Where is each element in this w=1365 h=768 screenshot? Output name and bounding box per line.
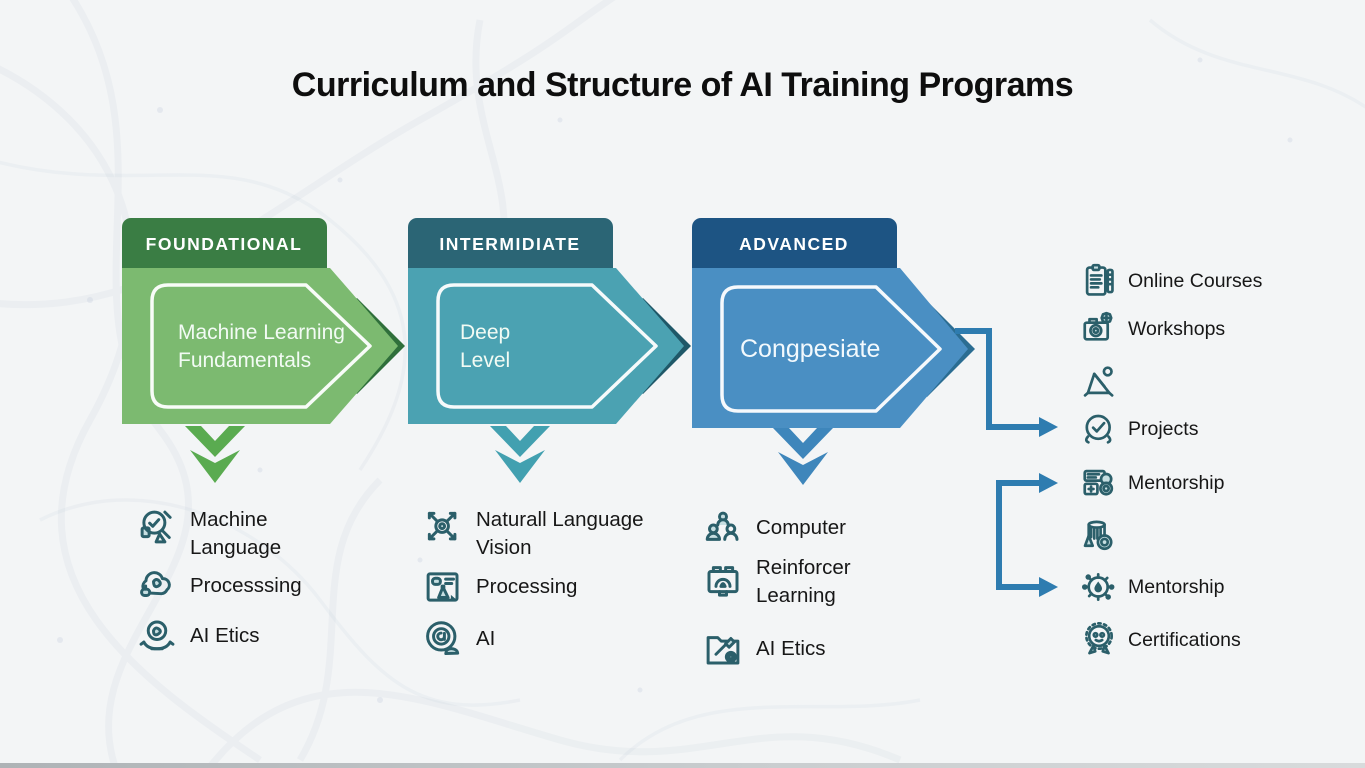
cards-stack-icon [1083,469,1114,496]
down-arrow-advanced [773,428,833,485]
topic-item: AI Etics [136,614,260,658]
topic-item: AI [422,616,495,662]
connector-elbow-projects [955,328,1040,430]
topic-label: Processing [476,575,578,598]
inner-arrow-outline [150,283,372,409]
level-header-bar [408,218,613,268]
resource-label: Mentorship [1128,575,1225,598]
topic-item: Machine Language [136,506,281,564]
resource-item [1080,509,1360,561]
down-arrow-foundational [185,426,245,483]
camera-badge-icon [1083,311,1113,341]
level-header-label: INTERMIDIATE [439,234,580,254]
medal-robot-icon [1084,622,1114,655]
resource-item: Mentorship [1080,457,1360,509]
topic-label: AI Etics [190,624,260,647]
topic-label: Machine Language [190,508,282,559]
resource-label: Projects [1128,417,1199,440]
level-header-label: ADVANCED [739,234,849,254]
level-body-label-line1: Deep [460,321,510,344]
clock-check-icon [1084,414,1112,444]
folder-docs-icon [706,636,740,665]
topic-label: Processsing [190,574,302,597]
topic-item: AI Etics [702,626,826,672]
arrowhead-mentorship-2 [1039,577,1058,597]
gear-drop-icon [1081,572,1115,602]
inner-arrow-outline [436,283,658,409]
resource-item: Mentorship [1080,561,1360,613]
resource-label: Workshops [1128,317,1226,340]
topic-item: Naturall Language Vision [422,506,644,564]
down-arrow-intermediate [490,426,550,483]
level-body-label-line2: Level [460,349,510,372]
level-block-intermediate: INTERMIDIATE Deep Level [408,218,691,424]
at-circle-icon [426,621,460,656]
topic-label: AI [476,627,496,650]
topic-label: Reinforcer Learning [756,556,851,607]
image-frame-icon [426,572,459,602]
inner-arrow-outline [720,285,942,413]
arrowhead-mentorship-1 [1039,473,1058,493]
topic-label: AI Etics [756,637,826,660]
topic-item: Processsing [136,564,302,608]
topic-label: Computer [756,516,847,539]
resource-label: Mentorship [1128,471,1225,494]
bottom-edge-strip [0,763,1365,768]
resource-label: Certifications [1128,628,1241,651]
level-body-label-line1: Machine Learning [178,321,345,344]
monitor-arch-icon [707,566,739,597]
level-header-bar [122,218,327,268]
resource-item: Projects [1080,403,1360,455]
topic-label: Naturall Language Vision [476,508,644,559]
level-body-label-line2: Fundamentals [178,349,311,372]
gear-arrows-icon [427,511,457,541]
hand-brain-icon [139,620,175,651]
resource-item: Online Courses [1080,255,1360,307]
topic-item: Computer [702,506,846,550]
resource-item [1080,355,1360,407]
magnifier-check-icon [140,510,172,544]
connector-bracket-mentorship [996,480,1040,590]
resource-label: Online Courses [1128,269,1263,292]
page-title: Curriculum and Structure of AI Training … [291,66,1074,104]
level-header-bar [692,218,897,268]
brain-gear-icon [140,571,171,597]
jar-coin-icon [1083,520,1113,551]
resource-item: Certifications [1080,614,1360,666]
topic-item: Reinforcer Learning [702,554,851,610]
level-header-label: FOUNDATIONAL [146,234,303,254]
clipboard-list-icon [1085,263,1114,296]
drafting-compass-icon [1083,366,1114,397]
level-block-foundational: FOUNDATIONAL Machine Learning Fundamenta… [122,218,405,424]
people-group-icon [705,511,739,541]
topic-item: Processing [422,564,577,610]
arrowhead-projects [1039,417,1058,437]
level-block-advanced: ADVANCED Congpesiate [692,218,975,428]
level-body-label-line1: Congpesiate [740,335,880,363]
resource-item: Workshops [1080,303,1360,355]
